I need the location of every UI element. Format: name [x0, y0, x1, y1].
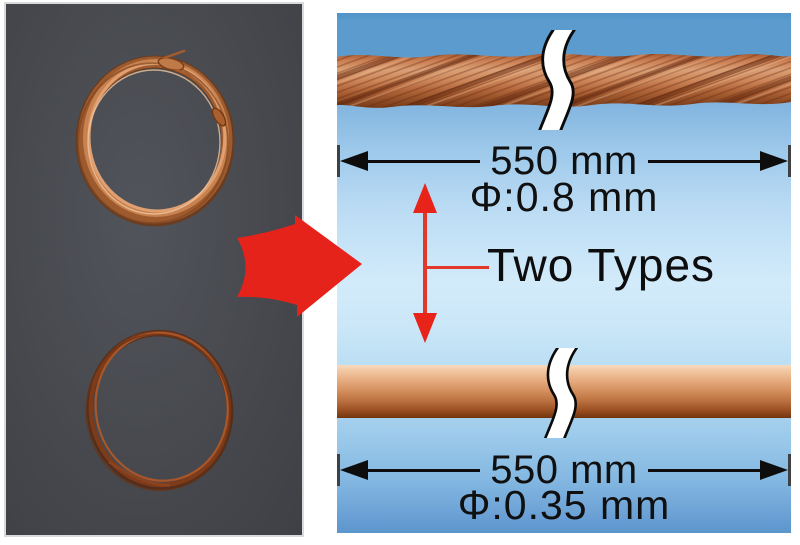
length-label-top: 550 mm — [490, 139, 638, 183]
diameter-label-top: Φ:0.8 mm — [469, 174, 659, 220]
length-dimension-bottom: 550 mm — [337, 448, 791, 492]
dimension-line — [368, 468, 481, 472]
arrowhead-right-icon — [760, 460, 788, 480]
dimension-tick — [788, 145, 791, 177]
arrowhead-right-icon — [760, 151, 788, 171]
dimension-tick — [337, 145, 340, 177]
length-label-bottom: 550 mm — [490, 448, 638, 492]
dimension-tick — [788, 454, 791, 486]
break-squiggle-icon — [538, 30, 576, 130]
thin-coil-icon — [85, 329, 234, 491]
diameter-label-bottom: Φ:0.35 mm — [457, 482, 671, 528]
dimension-line — [647, 159, 760, 163]
dimension-tick — [337, 454, 340, 486]
break-squiggle-icon — [544, 348, 578, 438]
diagram-panel: 550 mm Φ:0.8 mm Two Types — [337, 13, 791, 533]
dimension-line — [647, 468, 760, 472]
two-types-double-arrow-icon — [413, 183, 437, 343]
arrowhead-left-icon — [340, 460, 368, 480]
two-types-connector-line — [423, 266, 489, 269]
arrowhead-left-icon — [340, 151, 368, 171]
two-types-label: Two Types — [487, 239, 716, 291]
copper-coils-graphic — [75, 49, 235, 491]
red-right-arrow-icon — [237, 215, 362, 317]
length-dimension-top: 550 mm — [337, 139, 791, 183]
dimension-line — [368, 159, 481, 163]
multi-strand-coil-icon — [75, 49, 235, 227]
